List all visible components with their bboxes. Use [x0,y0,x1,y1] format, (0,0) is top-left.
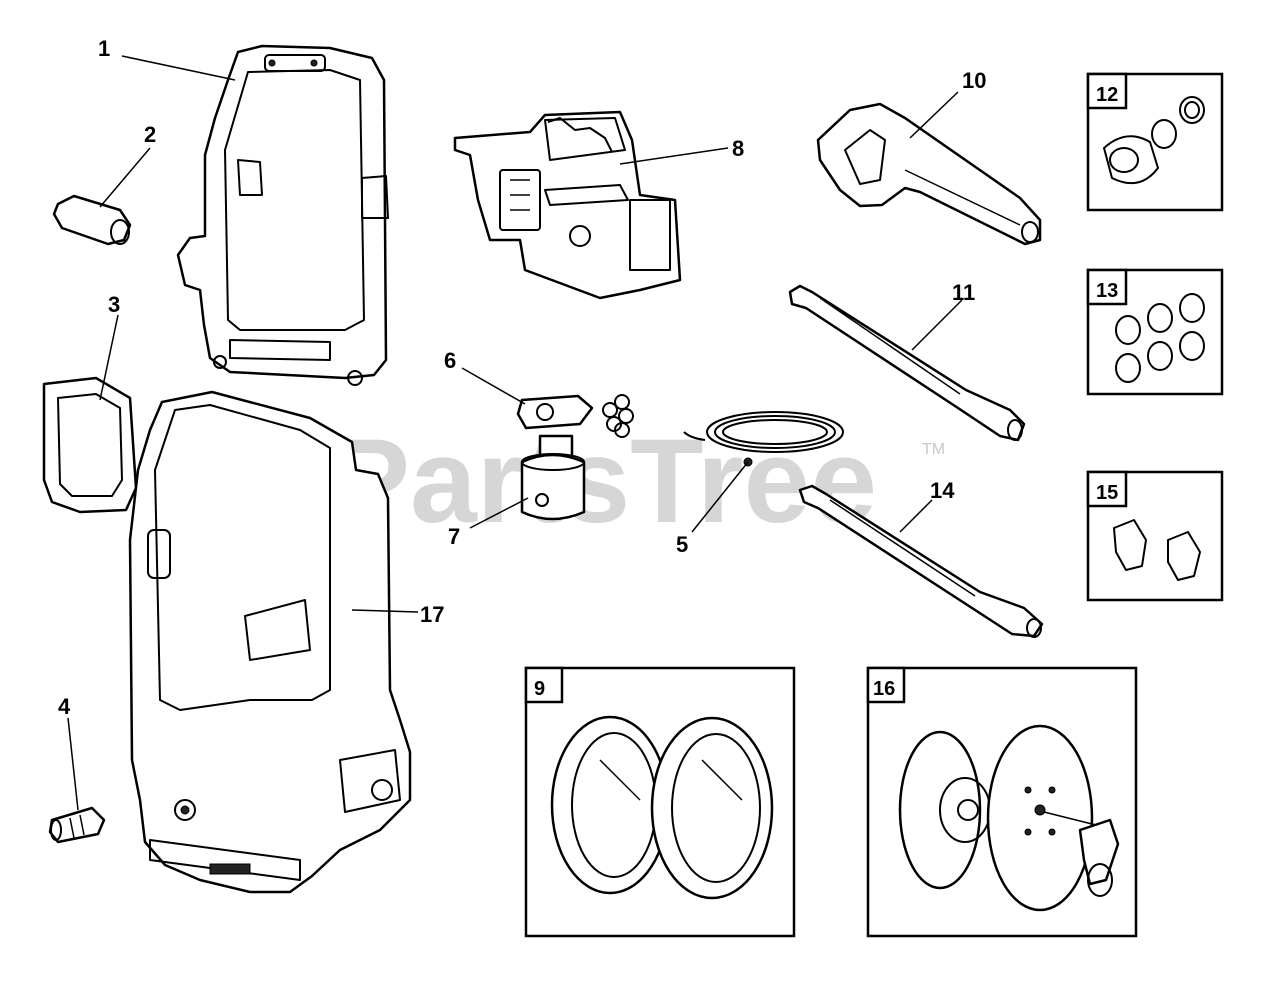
box-9-label: 9 [534,678,545,700]
box-16-label: 16 [873,678,895,700]
callout-3: 3 [108,292,120,317]
callout-14: 14 [930,478,955,503]
part-6-key[interactable] [516,394,634,438]
callout-17: 17 [420,602,444,627]
part-17-lower-housing[interactable] [128,390,412,894]
callout-2: 2 [144,122,156,147]
box-16-hose-reel[interactable]: 16 [866,666,1138,938]
watermark: PartsTree [330,414,877,548]
box-12-label: 12 [1096,84,1118,106]
callout-5: 5 [676,532,688,557]
part-5-hose[interactable] [683,411,844,467]
part-7-cylinder[interactable] [520,434,586,521]
part-14-wand-nozzle[interactable] [798,484,1044,638]
callout-8: 8 [732,136,744,161]
part-3-front-cover[interactable] [42,376,138,514]
part-1-upper-housing[interactable] [176,44,389,386]
part-4-adapter[interactable] [48,806,106,844]
callout-6: 6 [444,348,456,373]
part-10-spray-gun[interactable] [816,102,1042,246]
callout-11: 11 [952,280,975,305]
box-15[interactable]: 15 [1086,470,1224,602]
box-12[interactable]: 12 [1086,72,1224,212]
part-2-handle-grip[interactable] [52,194,132,246]
box-13[interactable]: 13 [1086,268,1224,396]
watermark-tm: TM [922,441,945,458]
callout-1: 1 [98,36,110,61]
box-9-wheels[interactable]: 9 [524,666,796,938]
callout-7: 7 [448,524,460,549]
box-15-label: 15 [1096,482,1118,504]
box-13-label: 13 [1096,280,1118,302]
part-11-wand[interactable] [788,284,1026,442]
part-8-pump-frame[interactable] [453,110,682,300]
callout-10: 10 [962,68,986,93]
callout-4: 4 [58,694,71,719]
